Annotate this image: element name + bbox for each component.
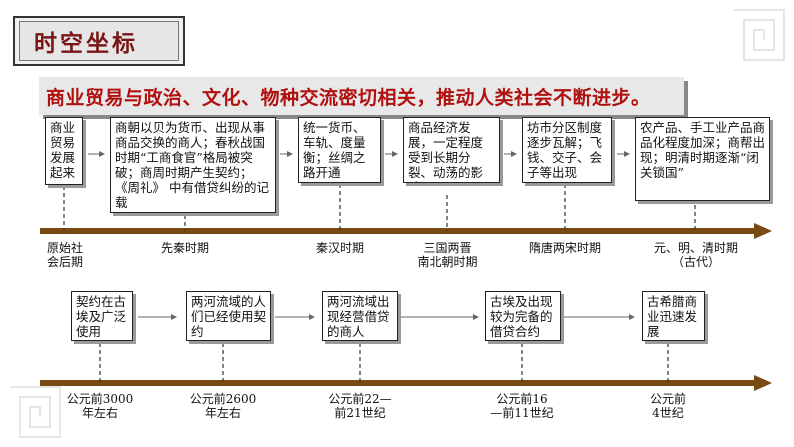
lower-event-box-5: 古希腊商业迅速发展 [642, 291, 705, 341]
lower-date-label-4: 公元前16 —前11世纪 [490, 392, 554, 420]
corner-pattern-top-right [734, 9, 785, 61]
lower-event-box-2: 两河流域的人们已经使用契约 [186, 291, 271, 341]
upper-event-box-4: 商品经济发展，一定程度受到长期分裂、动荡的影响 [403, 117, 500, 183]
lower-event-box-3: 两河流域出现经营借贷的商人 [322, 291, 398, 341]
upper-period-label-2: 先秦时期 [160, 241, 209, 255]
upper-period-label-5: 隋唐两宋时期 [528, 241, 601, 255]
upper-period-label-1: 原始社 会后期 [46, 241, 83, 269]
upper-period-label-3: 秦汉时期 [315, 241, 364, 255]
lower-timeline-arrowhead [754, 375, 772, 391]
upper-event-box-6: 农产品、手工业产品商品化程度加深；商帮出现；明清时期逐渐“闭关锁国” [635, 117, 770, 201]
theme-banner: 商业贸易与政治、文化、物种交流密切相关，推动人类社会不断进步。 [39, 77, 684, 115]
upper-period-label-6: 元、明、清时期 （古代） [653, 241, 738, 269]
upper-timeline-arrowhead [754, 223, 772, 239]
upper-event-box-2: 商朝以贝为货币、出现从事商品交换的商人；春秋战国时期“工商食官”格局被突破；商周… [110, 117, 276, 213]
upper-event-box-5: 坊市分区制度逐步瓦解；飞钱、交子、会子等出现 [522, 117, 612, 183]
lower-event-box-1: 契约在古埃及广泛使用 [71, 291, 133, 341]
page-title: 时空坐标 [19, 21, 179, 61]
upper-period-label-4: 三国两晋 南北朝时期 [417, 241, 478, 269]
lower-event-box-4: 古埃及出现较为完备的借贷合约 [485, 291, 561, 341]
lower-date-label-1: 公元前3000 年左右 [66, 392, 134, 420]
upper-event-box-3: 统一货币、车轨、度量衡；丝绸之路开通 [298, 117, 381, 183]
title-frame: 时空坐标 [13, 16, 185, 66]
lower-date-label-3: 公元前22— 前21世纪 [328, 392, 392, 420]
lower-date-label-2: 公元前2600 年左右 [189, 392, 257, 420]
lower-date-label-5: 公元前 4世纪 [649, 392, 686, 420]
corner-pattern-bottom-left [10, 386, 61, 438]
upper-event-box-1: 商业贸易发展起来 [45, 117, 83, 185]
